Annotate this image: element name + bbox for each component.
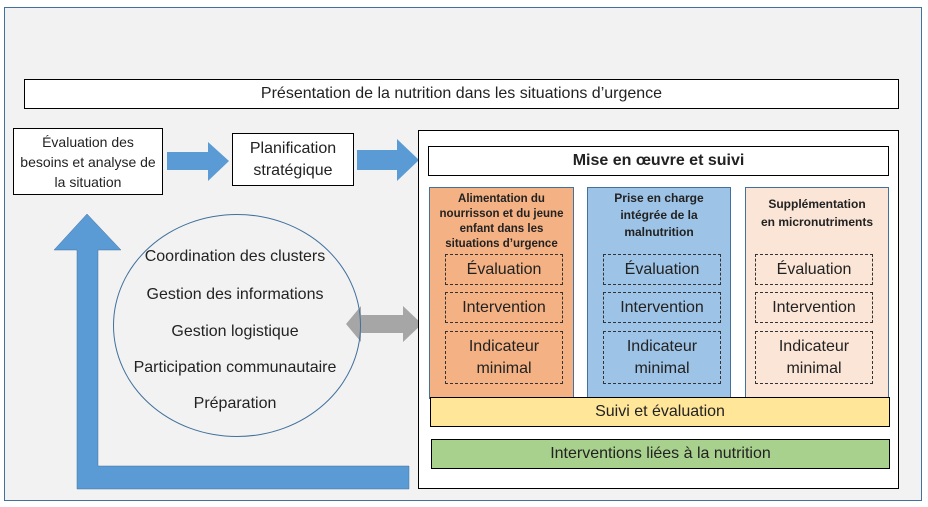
strategic-planning-label: Planification stratégique xyxy=(249,139,337,179)
column-item-indicator: Indicateur minimal xyxy=(603,331,721,384)
column-title: Supplémentation en micronutriments xyxy=(760,197,874,229)
column-title: Alimentation du nourrisson et du jeune e… xyxy=(439,193,564,250)
column-micronutrients: Supplémentation en micronutriments Évalu… xyxy=(745,187,889,399)
column-item-intervention: Intervention xyxy=(755,292,873,323)
cross-cutting-item: Préparation xyxy=(193,395,277,412)
cross-cutting-item: Participation communautaire xyxy=(133,359,337,376)
cross-cutting-item: Gestion logistique xyxy=(171,323,299,340)
column-item-assessment: Évaluation xyxy=(445,254,563,285)
monitoring-evaluation-label: Suivi et évaluation xyxy=(595,403,725,420)
needs-assessment-box: Évaluation des besoins et analyse de la … xyxy=(13,128,163,195)
column-malnutrition: Prise en charge intégrée de la malnutrit… xyxy=(587,187,731,399)
cross-cutting-ellipse xyxy=(113,214,361,437)
monitoring-evaluation-bar: Suivi et évaluation xyxy=(430,397,890,427)
implementation-title: Mise en œuvre et suivi xyxy=(428,146,889,176)
strategic-planning-box: Planification stratégique xyxy=(232,133,354,186)
column-item-assessment: Évaluation xyxy=(755,254,873,285)
column-title: Prise en charge intégrée de la malnutrit… xyxy=(614,191,704,239)
cross-cutting-item: Gestion des informations xyxy=(146,286,324,303)
column-item-assessment: Évaluation xyxy=(603,254,721,285)
column-item-intervention: Intervention xyxy=(445,292,563,323)
arrow-right-icon xyxy=(357,139,419,181)
diagram-title-text: Présentation de la nutrition dans les si… xyxy=(260,85,663,102)
needs-assessment-label: Évaluation des besoins et analyse de la … xyxy=(20,133,156,190)
double-arrow-icon xyxy=(346,306,422,342)
diagram-title: Présentation de la nutrition dans les si… xyxy=(24,79,899,109)
related-interventions-label: Interventions liées à la nutrition xyxy=(550,445,771,462)
column-item-intervention: Intervention xyxy=(603,292,721,323)
column-item-indicator: Indicateur minimal xyxy=(755,331,873,384)
feedback-arrow-icon xyxy=(53,213,410,490)
cross-cutting-item: Coordination des clusters xyxy=(144,248,326,265)
arrow-right-icon xyxy=(167,142,229,181)
related-interventions-bar: Interventions liées à la nutrition xyxy=(431,439,890,469)
implementation-title-text: Mise en œuvre et suivi xyxy=(572,152,745,169)
column-iycf: Alimentation du nourrisson et du jeune e… xyxy=(429,187,574,399)
column-item-indicator: Indicateur minimal xyxy=(445,331,563,384)
